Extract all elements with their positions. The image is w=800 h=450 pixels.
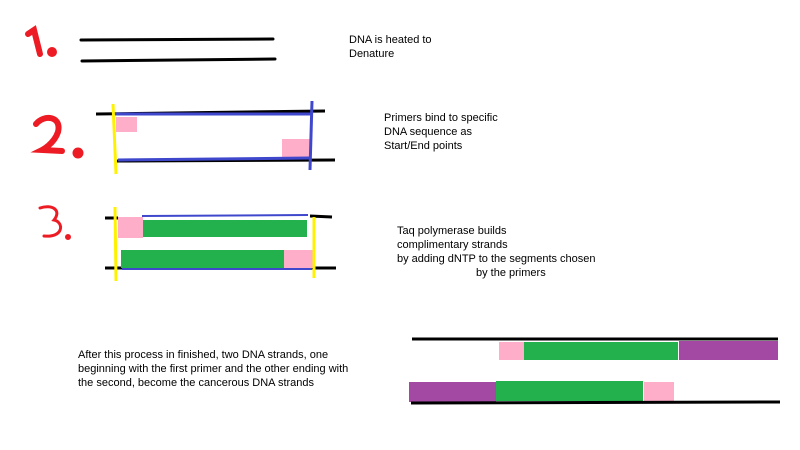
step-1-number (25, 25, 57, 57)
conclusion-line: After this process in finished, two DNA … (78, 349, 329, 361)
conclusion-line: beginning with the first primer and the … (78, 363, 349, 375)
extension-1 (679, 341, 778, 360)
final-dna-strands (409, 337, 781, 405)
caption-line: Taq polymerase builds (397, 225, 507, 237)
caption-line: DNA sequence as (384, 126, 473, 138)
conclusion-text: After this process in finished, two DNA … (78, 348, 348, 390)
primer-2 (284, 250, 313, 268)
new-strand-2 (496, 381, 643, 401)
step-1-caption: DNA is heated to Denature (349, 33, 432, 61)
caption-line: Denature (349, 48, 395, 60)
caption-line: complimentary strands (397, 239, 508, 251)
caption-line: Start/End points (384, 140, 463, 152)
primer-2 (282, 139, 310, 157)
new-strand-1 (524, 342, 678, 360)
step-3-number (38, 205, 71, 240)
step-2-number (30, 114, 84, 159)
step-1-dna-strands (79, 37, 277, 63)
conclusion-line: the second, become the cancerous DNA str… (78, 377, 315, 389)
caption-line: by the primers (476, 267, 546, 279)
new-strand-2 (121, 250, 284, 268)
step-3-caption: Taq polymerase builds complimentary stra… (397, 224, 596, 280)
step-2-caption: Primers bind to specific DNA sequence as… (384, 111, 498, 153)
caption-line: by adding dNTP to the segments chosen (397, 253, 596, 265)
step-2-primer-binding (95, 100, 336, 175)
caption-line: DNA is heated to (349, 34, 432, 46)
primer-1 (499, 342, 524, 360)
caption-line: Primers bind to specific (384, 112, 498, 124)
primer-1 (118, 217, 143, 238)
step-3-strand-synthesis (105, 206, 336, 282)
extension-2 (409, 382, 496, 402)
primer-1 (116, 117, 137, 132)
new-strand-1 (143, 220, 307, 237)
primer-2 (644, 382, 674, 402)
